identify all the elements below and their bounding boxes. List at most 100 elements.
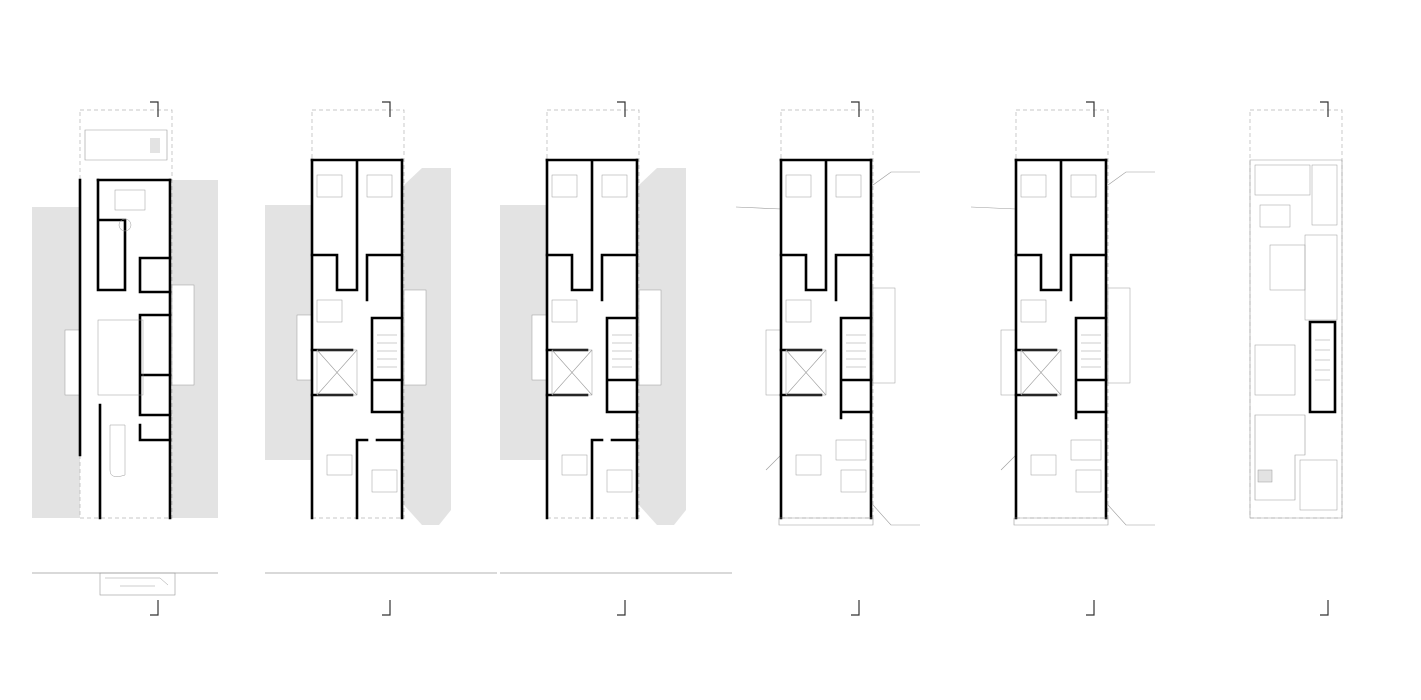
courtyard-cross	[785, 349, 827, 396]
balcony	[778, 517, 874, 526]
balcony	[1013, 517, 1109, 526]
kitchen-island	[1269, 244, 1306, 291]
courtyard	[316, 349, 358, 396]
floor-plan-3	[500, 101, 732, 616]
stair-treads	[1081, 334, 1101, 368]
bed	[366, 174, 393, 198]
bed	[835, 174, 862, 198]
annex-left	[64, 329, 81, 396]
floor-plan-4	[735, 101, 920, 616]
annex-right	[1107, 287, 1131, 384]
dining-table	[795, 454, 822, 476]
courtyard-cross	[1020, 349, 1062, 396]
bed	[785, 174, 812, 198]
stair-room-walls	[96, 178, 127, 292]
interior-walls	[545, 158, 639, 520]
neighbor-building-left	[265, 205, 312, 460]
annex-left	[1000, 329, 1017, 396]
skylight	[1311, 164, 1338, 226]
bed	[551, 299, 578, 323]
dining-table	[561, 454, 588, 476]
section-mark-top	[150, 101, 159, 117]
section-mark-top	[851, 101, 860, 117]
stair-core-walls	[1308, 320, 1337, 414]
bed	[1020, 174, 1047, 198]
bed	[785, 299, 812, 323]
annex-right	[171, 284, 195, 386]
round-table	[118, 218, 132, 232]
courtyard	[1020, 349, 1062, 396]
neighbor-outline-right-bottom	[1107, 504, 1155, 526]
floor-plan-5	[970, 101, 1155, 616]
lot-boundary	[1249, 109, 1343, 519]
roof-terrace-planter	[1254, 164, 1311, 196]
sofa	[114, 189, 146, 211]
garden-bench	[150, 138, 160, 153]
annex-left	[765, 329, 782, 396]
roof-deck	[1254, 414, 1306, 501]
bed	[1020, 299, 1047, 323]
bed	[840, 469, 867, 493]
section-mark-bottom	[382, 600, 391, 616]
stair-treads	[1315, 339, 1330, 381]
bed	[601, 174, 628, 198]
neighbor-building-left	[500, 205, 547, 460]
neighbor-outline-right	[872, 171, 920, 186]
bed	[316, 174, 343, 198]
sofa	[1070, 439, 1102, 461]
section-mark-top	[382, 101, 391, 117]
neighbor-outline-right	[1107, 171, 1155, 186]
core-walls	[138, 313, 172, 417]
neighbor-outline-right-bottom	[872, 504, 920, 526]
neighbor-building-right	[639, 168, 686, 525]
courtyard	[785, 349, 827, 396]
annex-left	[296, 314, 313, 381]
shop-walls	[98, 403, 172, 520]
annex-left	[531, 314, 548, 381]
bed	[371, 469, 398, 493]
lot-boundary	[79, 109, 173, 519]
bed	[551, 174, 578, 198]
floor-plan-6	[1249, 101, 1343, 616]
section-mark-bottom	[1086, 600, 1095, 616]
neighbor-outline-left	[970, 206, 1017, 471]
sofa	[835, 439, 867, 461]
section-mark-top	[617, 101, 626, 117]
basement-stair	[99, 572, 176, 596]
floor-plan-2	[265, 101, 497, 616]
solar-panel-area	[1299, 459, 1338, 511]
basement-stair-steps	[105, 577, 169, 587]
neighbor-building-right	[404, 168, 451, 525]
roof-skylight-right	[1304, 234, 1338, 321]
section-mark-bottom	[1320, 600, 1329, 616]
bed	[606, 469, 633, 493]
floor-plan-1	[32, 101, 218, 616]
section-mark-bottom	[150, 600, 159, 616]
annex-right	[872, 287, 896, 384]
section-mark-bottom	[851, 600, 860, 616]
bed	[316, 299, 343, 323]
stair-treads	[612, 334, 632, 368]
lounge-chair	[1257, 469, 1273, 483]
bathroom-walls	[138, 256, 172, 294]
stair-treads	[846, 334, 866, 368]
dining-table	[1259, 204, 1291, 228]
courtyard-cross	[551, 349, 593, 396]
bed	[1070, 174, 1097, 198]
skylight-lower	[1254, 344, 1296, 396]
section-mark-top	[1086, 101, 1095, 117]
rear-garden	[84, 129, 168, 161]
annex-right	[638, 289, 662, 386]
dining-table	[326, 454, 353, 476]
interior-walls	[310, 158, 404, 520]
section-mark-top	[1320, 101, 1329, 117]
stair-treads	[377, 334, 397, 368]
courtyard-cross	[316, 349, 358, 396]
annex-right	[403, 289, 427, 386]
roof-outline	[1249, 159, 1343, 519]
courtyard	[551, 349, 593, 396]
section-mark-bottom	[617, 600, 626, 616]
neighbor-outline-left	[735, 206, 782, 471]
bed	[1075, 469, 1102, 493]
